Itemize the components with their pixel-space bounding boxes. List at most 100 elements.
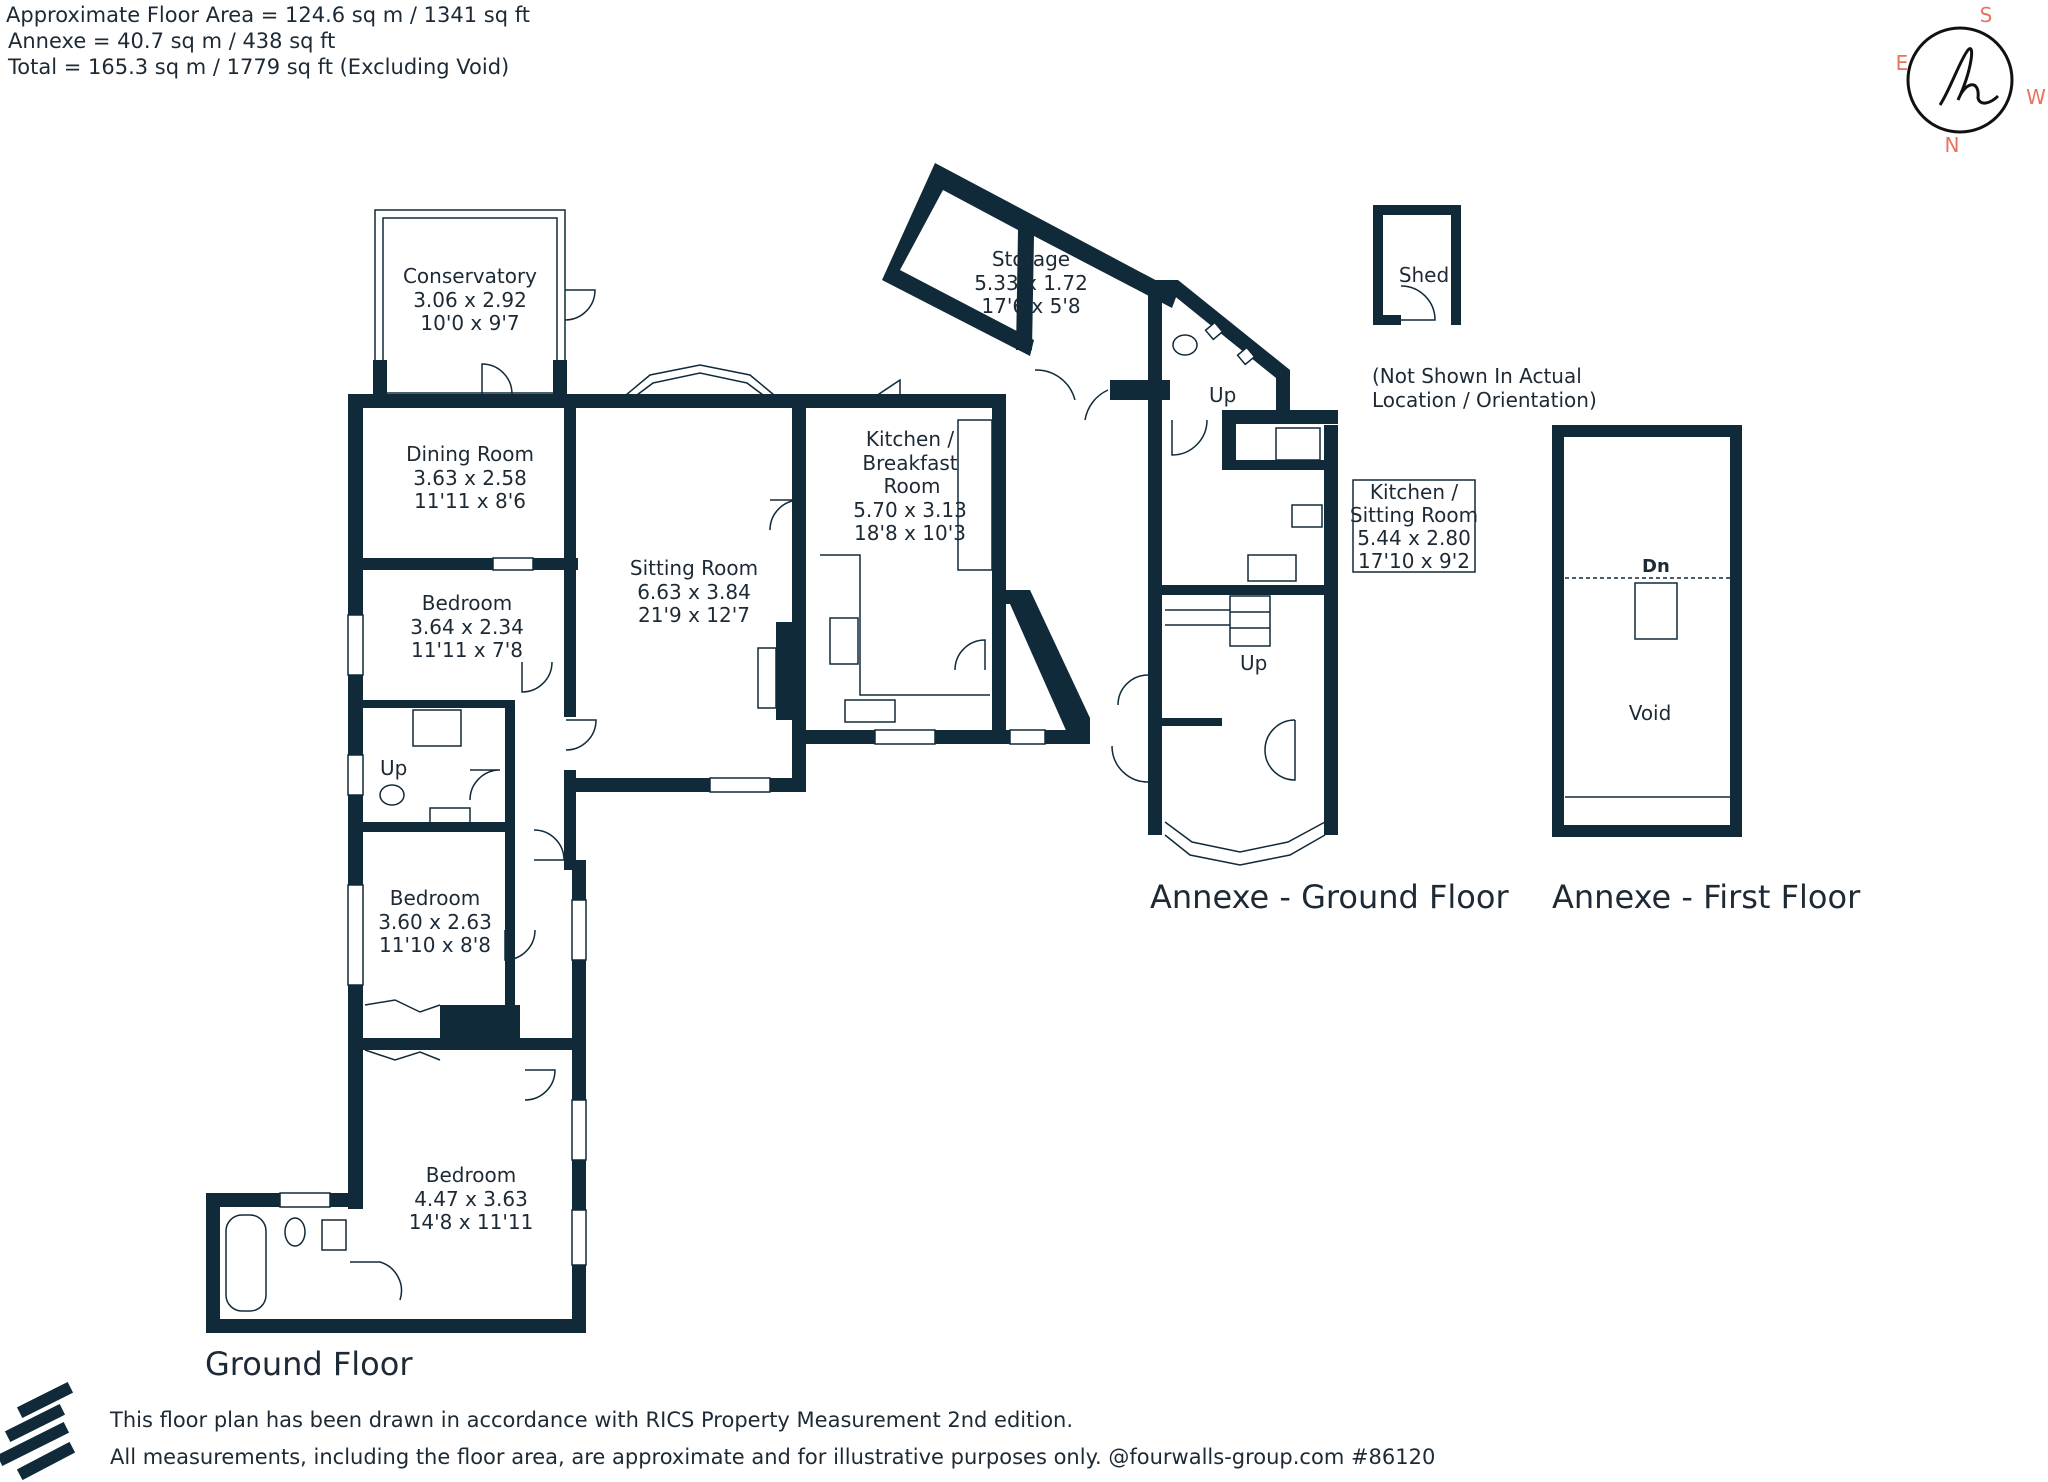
- room-label-sitting: Sitting Room 6.63 x 3.84 21'9 x 12'7: [630, 556, 758, 627]
- room-name: Dining Room: [406, 442, 534, 466]
- kitchen-worktop: [820, 554, 990, 696]
- door-arc: [521, 661, 553, 693]
- wall: [1148, 280, 1290, 420]
- room-metric: 5.33 x 1.72: [974, 271, 1088, 295]
- compass-circle: [1906, 26, 2014, 134]
- window: [709, 777, 771, 793]
- compass-logo: S E W N: [1896, 3, 2046, 157]
- window: [347, 614, 364, 676]
- door-arc: [533, 829, 565, 861]
- wall: [1730, 425, 1742, 837]
- room-metric: 3.06 x 2.92: [413, 288, 527, 312]
- basin-icon: [321, 1219, 347, 1251]
- window: [1204, 321, 1224, 341]
- room-name: Bedroom: [422, 591, 512, 615]
- floor-title-ground: Ground Floor: [205, 1345, 413, 1383]
- area-line-total-main: Approximate Floor Area = 124.6 sq m / 13…: [6, 3, 530, 27]
- shed-note-line1: (Not Shown In Actual: [1372, 364, 1582, 388]
- window: [347, 754, 364, 796]
- room-name: Sitting Room: [630, 556, 758, 580]
- room-label-annexe-kitchen: Kitchen / Sitting Room 5.44 x 2.80 17'10…: [1350, 480, 1478, 573]
- window: [571, 1209, 587, 1266]
- compass-w: W: [2026, 85, 2046, 109]
- toilet-icon: [284, 1217, 306, 1247]
- wall: [1373, 205, 1461, 215]
- wardrobe-doors: [364, 1049, 441, 1061]
- room-name: Bedroom: [390, 886, 480, 910]
- annexe-ground-floor-plan: [1111, 280, 1476, 866]
- wall: [206, 1193, 220, 1333]
- room-imperial: 17'10 x 9'2: [1358, 549, 1470, 573]
- annexe-kitchen-label-box: [1352, 479, 1476, 573]
- wall: [572, 778, 806, 792]
- wall: [1162, 585, 1338, 595]
- wall: [1324, 425, 1338, 835]
- wall: [1451, 205, 1461, 325]
- wall: [363, 1038, 573, 1050]
- room-label-storage: Storage 5.33 x 1.72 17'6 x 5'8: [974, 247, 1088, 318]
- wall: [363, 822, 513, 832]
- door-arc: [769, 499, 801, 531]
- chimney: [776, 622, 806, 720]
- fourwalls-logo-icon: [0, 1381, 76, 1481]
- shed-note-line2: Location / Orientation): [1372, 388, 1597, 412]
- toilet-icon: [379, 784, 405, 806]
- toilet-icon: [1172, 334, 1198, 356]
- stairs-up-label: Up: [1240, 651, 1267, 675]
- door-arc: [1171, 419, 1208, 456]
- room-name: Breakfast: [862, 451, 957, 475]
- room-name: Kitchen /: [1370, 480, 1459, 504]
- room-metric: 5.70 x 3.13: [853, 498, 967, 522]
- wall: [1148, 290, 1162, 835]
- door-arc: [1264, 719, 1296, 781]
- wall: [348, 394, 803, 408]
- room-metric: 4.47 x 3.63: [414, 1187, 528, 1211]
- room-name: Room: [884, 474, 941, 498]
- tall-unit: [957, 419, 993, 571]
- shed-plan: [1373, 205, 1461, 325]
- ground-floor-plan: [206, 209, 1090, 1333]
- wall: [992, 394, 1006, 734]
- bath-icon: [225, 1214, 267, 1312]
- door-arc: [1400, 285, 1436, 321]
- window: [492, 557, 534, 571]
- wall: [348, 394, 363, 1209]
- wall: [564, 770, 576, 870]
- stairs-down-label: Dn: [1642, 556, 1670, 577]
- sink-icon: [844, 699, 896, 723]
- compass-s: S: [1980, 3, 1993, 27]
- door-arc: [504, 929, 536, 961]
- fireplace-icon: [757, 647, 777, 709]
- door-arc: [469, 769, 501, 801]
- room-label-dining: Dining Room 3.63 x 2.58 11'11 x 8'6: [406, 442, 534, 513]
- room-imperial: 17'6 x 5'8: [981, 294, 1080, 318]
- room-imperial: 18'8 x 10'3: [854, 521, 966, 545]
- wall: [363, 700, 513, 708]
- stairs: [1634, 582, 1678, 640]
- room-imperial: 21'9 x 12'7: [638, 603, 750, 627]
- room-imperial: 10'0 x 9'7: [420, 311, 519, 335]
- area-line-annexe: Annexe = 40.7 sq m / 438 sq ft: [8, 29, 336, 53]
- room-metric: 3.60 x 2.63: [378, 910, 492, 934]
- window: [1236, 346, 1256, 366]
- wall: [1222, 410, 1236, 470]
- room-metric: 6.63 x 3.84: [637, 580, 751, 604]
- area-line-total: Total = 165.3 sq m / 1779 sq ft (Excludi…: [8, 55, 510, 79]
- room-name: Storage: [992, 247, 1070, 271]
- wall: [1552, 425, 1564, 837]
- bay-window: [624, 372, 776, 405]
- sink-icon: [1247, 554, 1297, 582]
- room-label-conservatory: Conservatory 3.06 x 2.92 10'0 x 9'7: [403, 264, 537, 335]
- hob-icon: [1291, 504, 1323, 528]
- floor-title-annexe-first: Annexe - First Floor: [1552, 878, 1861, 916]
- compass-e: E: [1896, 51, 1909, 75]
- room-label-kitchen: Kitchen / Breakfast Room 5.70 x 3.13 18'…: [853, 427, 967, 545]
- door-arc: [869, 378, 901, 408]
- wall: [806, 394, 1006, 408]
- stairs-up-label: Up: [1209, 383, 1236, 407]
- door-arc: [350, 1261, 403, 1301]
- door-arc: [1084, 389, 1109, 421]
- door-arc: [1111, 745, 1149, 783]
- footer-disclaimer-1: This floor plan has been drawn in accord…: [110, 1408, 1074, 1432]
- room-name: Sitting Room: [1350, 503, 1478, 527]
